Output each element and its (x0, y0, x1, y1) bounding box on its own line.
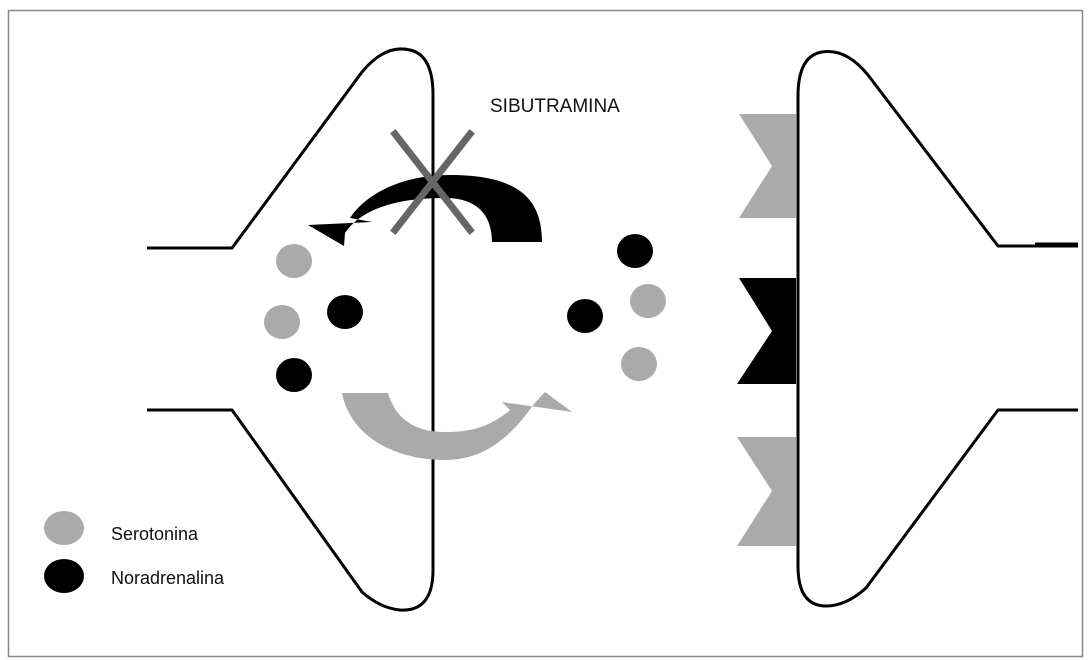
noradrenaline-molecule (567, 299, 603, 333)
noradrenaline-molecule (617, 234, 653, 268)
serotonin-receptor (737, 437, 796, 546)
serotonin-molecule (630, 284, 666, 318)
reuptake-arrow-icon (308, 175, 542, 246)
noradrenaline-molecule (327, 295, 363, 329)
noradrenaline-receptor (737, 278, 796, 384)
legend-swatch-serotonin (44, 511, 84, 545)
postsynaptic-terminal (798, 51, 1078, 606)
legend-swatch-noradrenaline (44, 559, 84, 593)
release-arrow-icon (342, 392, 572, 460)
legend: Serotonina Noradrenalina (44, 511, 225, 593)
legend-label-noradrenaline: Noradrenalina (111, 568, 225, 588)
serotonin-molecule (276, 244, 312, 278)
serotonin-molecule (621, 347, 657, 381)
serotonin-molecule (264, 305, 300, 339)
serotonin-receptor (739, 114, 796, 218)
drug-label: SIBUTRAMINA (490, 96, 620, 117)
legend-label-serotonin: Serotonina (111, 524, 199, 544)
noradrenaline-molecule (276, 358, 312, 392)
